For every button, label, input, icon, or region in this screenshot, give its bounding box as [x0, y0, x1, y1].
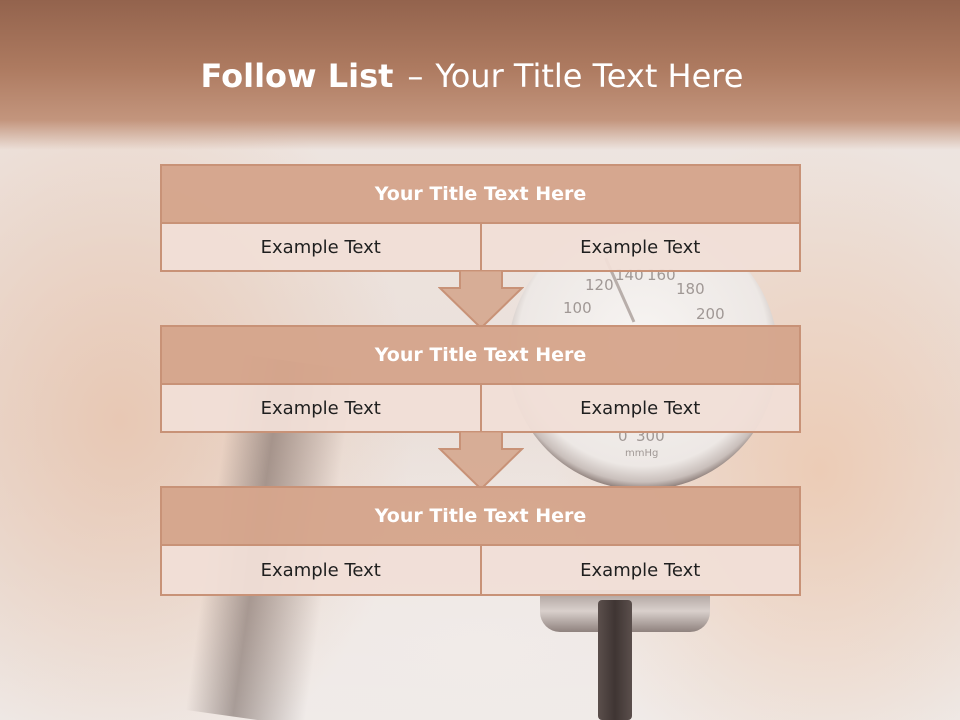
step-title: Your Title Text Here	[162, 166, 799, 224]
step-row: Example Text Example Text	[162, 546, 799, 594]
step-row: Example Text Example Text	[162, 385, 799, 431]
follow-step-3: Your Title Text Here Example Text Exampl…	[160, 486, 801, 596]
follow-step-1: Your Title Text Here Example Text Exampl…	[160, 164, 801, 272]
step-title: Your Title Text Here	[162, 327, 799, 385]
slide-title-rest: Your Title Text Here	[435, 57, 744, 95]
slide-title: Follow List–Your Title Text Here	[0, 56, 944, 96]
follow-step-2: Your Title Text Here Example Text Exampl…	[160, 325, 801, 433]
gauge-number: 200	[696, 305, 725, 323]
slide-title-separator: –	[407, 57, 424, 95]
slide-title-bold: Follow List	[200, 57, 394, 95]
gauge-unit: mmHg	[625, 448, 659, 459]
step-cell-left: Example Text	[162, 546, 480, 594]
step-cell-right: Example Text	[479, 546, 799, 594]
header-band	[0, 0, 960, 150]
gauge-number: 180	[676, 280, 705, 298]
gauge-number: 0	[618, 427, 628, 445]
step-row: Example Text Example Text	[162, 224, 799, 270]
step-cell-left: Example Text	[162, 385, 480, 431]
step-cell-right: Example Text	[479, 224, 799, 270]
step-cell-left: Example Text	[162, 224, 480, 270]
down-arrow-icon	[438, 270, 524, 330]
down-arrow-icon	[438, 431, 524, 491]
gauge-number: 100	[563, 299, 592, 317]
step-cell-right: Example Text	[479, 385, 799, 431]
gauge-tube	[598, 600, 632, 720]
gauge-number: 120	[585, 276, 614, 294]
step-title: Your Title Text Here	[162, 488, 799, 546]
